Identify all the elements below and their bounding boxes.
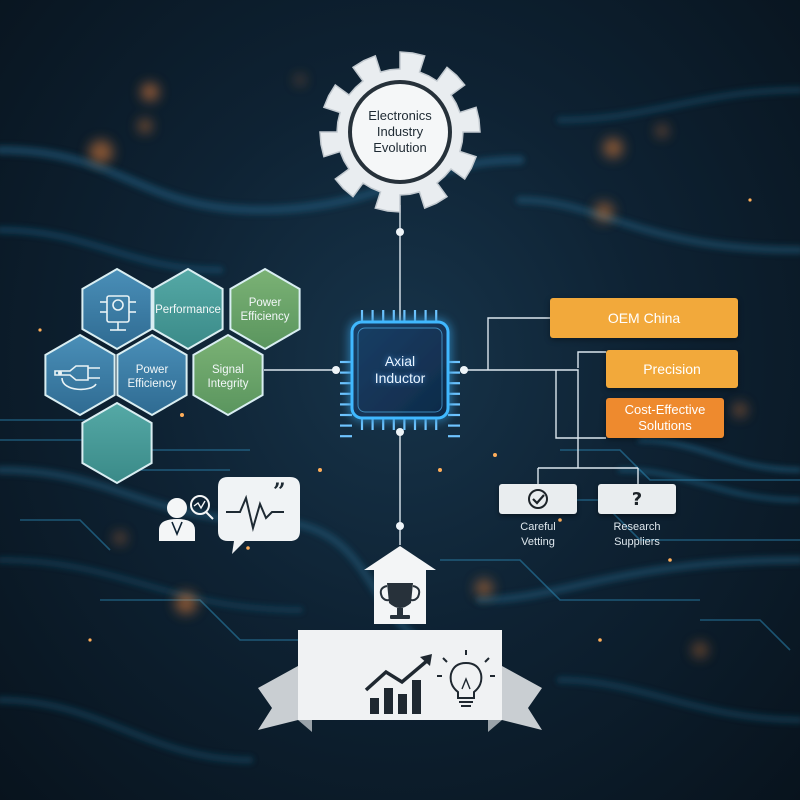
svg-text:”: ” xyxy=(273,479,286,505)
hexagon-power-efficiency xyxy=(116,333,188,417)
hexagon-performance xyxy=(152,267,224,351)
hexagon-grid xyxy=(44,267,301,485)
trophy-icon xyxy=(379,583,421,619)
hex-label-power-efficiency: Power Efficiency xyxy=(127,363,177,390)
research-suppliers-label: Research Suppliers xyxy=(613,521,661,548)
hex-label-power-efficiency-top: Power Efficiency xyxy=(240,296,290,323)
precision-box: Precision xyxy=(606,350,738,388)
hexagon-blank-hex xyxy=(81,401,153,485)
oem-china-box: OEM China xyxy=(550,298,738,338)
question-mark-icon: ? xyxy=(631,488,643,510)
chip-label-line: Inductor xyxy=(374,370,426,386)
careful-vetting-box xyxy=(499,484,577,514)
cost-effective-box: Cost-Effective Solutions xyxy=(606,398,724,438)
hex-label-performance: Performance xyxy=(155,303,221,316)
person-analyst-icon xyxy=(159,495,214,541)
oem-china-label: OEM China xyxy=(607,309,681,326)
chip-label-line: Axial xyxy=(384,352,416,369)
lightbulb-icon xyxy=(437,650,495,707)
precision-label: Precision xyxy=(643,360,701,377)
growth-chart-icon xyxy=(364,654,432,714)
hexagon-power-efficiency-top xyxy=(229,267,301,351)
hexagon-icon-hex-2 xyxy=(44,333,116,417)
gear-label-line: Industry xyxy=(376,124,424,140)
research-suppliers-box: ? xyxy=(598,484,676,514)
hexagon-icon-hex xyxy=(81,267,153,351)
gear-inner-ring xyxy=(348,80,452,184)
background-sparks xyxy=(38,198,752,642)
cost-effective-label: Cost-Effective Solutions xyxy=(624,402,706,433)
connector-dots xyxy=(332,228,468,530)
gear-label-line: Electronics xyxy=(368,108,432,124)
careful-vetting-label: Careful Vetting xyxy=(520,521,556,548)
background-bokeh xyxy=(89,75,747,658)
gear-label: Electronics Industry Evolution xyxy=(354,97,446,167)
hexagon-signal-integrity xyxy=(192,333,264,417)
hex-label-signal-integrity: Signal Integrity xyxy=(207,363,249,390)
chip-label: Axial Inductor xyxy=(360,346,440,394)
checkmark-circle-icon xyxy=(528,489,548,509)
connector-lines xyxy=(264,205,639,545)
chip-icon xyxy=(340,310,460,438)
cable-connector-icon xyxy=(54,365,100,391)
gear-shape xyxy=(319,51,481,213)
circuit-board-icon xyxy=(100,295,136,331)
gear-label-line: Evolution xyxy=(373,139,427,155)
waveform-quote-icon: ” xyxy=(218,477,300,554)
